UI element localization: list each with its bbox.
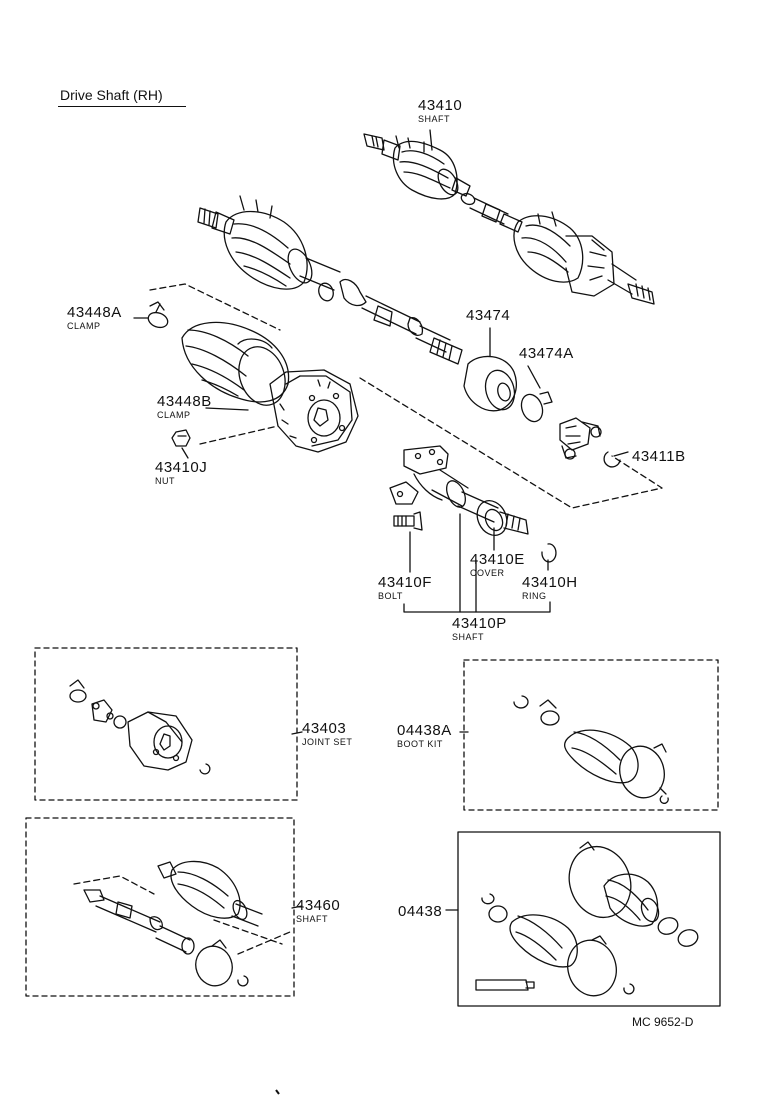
callout-43410j: 43410J NUT (155, 460, 207, 486)
callout-43403: 43403 JOINT SET (302, 721, 352, 747)
callout-43448b: 43448B CLAMP (157, 394, 212, 420)
dynamic-damper-43474 (463, 355, 517, 412)
boot-kit-parts (513, 695, 669, 804)
boot-kit-box (463, 659, 719, 811)
part-number: 43448B (157, 393, 212, 410)
stray-mark (275, 1089, 280, 1095)
callout-43410: 43410 SHAFT (418, 98, 462, 124)
part-name: SHAFT (418, 114, 451, 124)
shaft-43460-parts (73, 860, 291, 987)
intermediate-shaft (197, 195, 463, 365)
part-number: 43411B (632, 448, 686, 465)
part-number: 43474 (466, 307, 511, 324)
part-name: BOOT KIT (397, 739, 443, 749)
part-number: 43410H (522, 574, 578, 591)
callout-43410h: 43410H RING (522, 575, 578, 601)
part-name: BOLT (378, 591, 403, 601)
joint-set-parts (69, 679, 211, 775)
figure-code: MC 9652-D (632, 1015, 694, 1029)
callout-43411b: 43411B (632, 449, 686, 464)
diagram-title: Drive Shaft (RH) (60, 87, 163, 103)
callout-43474: 43474 (466, 308, 510, 323)
callout-04438: 04438 (398, 904, 442, 919)
callout-43410p: 43410P SHAFT (452, 616, 507, 642)
clamp-43474a (520, 391, 553, 423)
bolt-43410f (393, 511, 423, 531)
clamp-43448a (147, 301, 169, 329)
part-number: 43474A (519, 345, 574, 362)
inboard-boot (181, 321, 290, 406)
part-number: 04438A (397, 722, 452, 739)
callout-43410e: 43410E COVER (470, 552, 525, 578)
ring-43410h (541, 543, 557, 563)
callout-43448a: 43448A CLAMP (67, 305, 122, 331)
part-name: JOINT SET (302, 737, 353, 747)
callout-43410f: 43410F BOLT (378, 575, 432, 601)
part-name: COVER (470, 568, 505, 578)
part-name: CLAMP (67, 321, 101, 331)
inboard-flange-shaft (389, 445, 529, 537)
part-number: 43460 (296, 897, 341, 914)
complete-drive-shaft-assembly (363, 133, 655, 305)
nut-43410j (171, 429, 191, 447)
callout-43460: 43460 SHAFT (296, 898, 340, 924)
part-number: 43448A (67, 304, 122, 321)
boot-kit-04438-box (457, 831, 721, 1007)
outboard-joint-housing (269, 369, 359, 453)
part-name: RING (522, 591, 547, 601)
part-name: SHAFT (452, 632, 485, 642)
shaft-box (25, 817, 295, 997)
snap-ring-43411b (603, 451, 621, 468)
part-name: NUT (155, 476, 175, 486)
tripod-joint (559, 417, 602, 460)
part-number: 43410E (470, 551, 525, 568)
part-number: 43410P (452, 615, 507, 632)
part-number: 43403 (302, 720, 347, 737)
part-number: 43410F (378, 574, 432, 591)
part-number: 43410J (155, 459, 208, 476)
callout-43474a: 43474A (519, 346, 574, 361)
callout-04438a: 04438A BOOT KIT (397, 723, 452, 749)
part-name: SHAFT (296, 914, 329, 924)
part-number: 43410 (418, 97, 463, 114)
joint-set-box (34, 647, 298, 801)
title-underline (58, 106, 186, 107)
part-number: 04438 (398, 903, 443, 920)
part-name: CLAMP (157, 410, 191, 420)
boot-kit-04438-parts (475, 841, 699, 997)
